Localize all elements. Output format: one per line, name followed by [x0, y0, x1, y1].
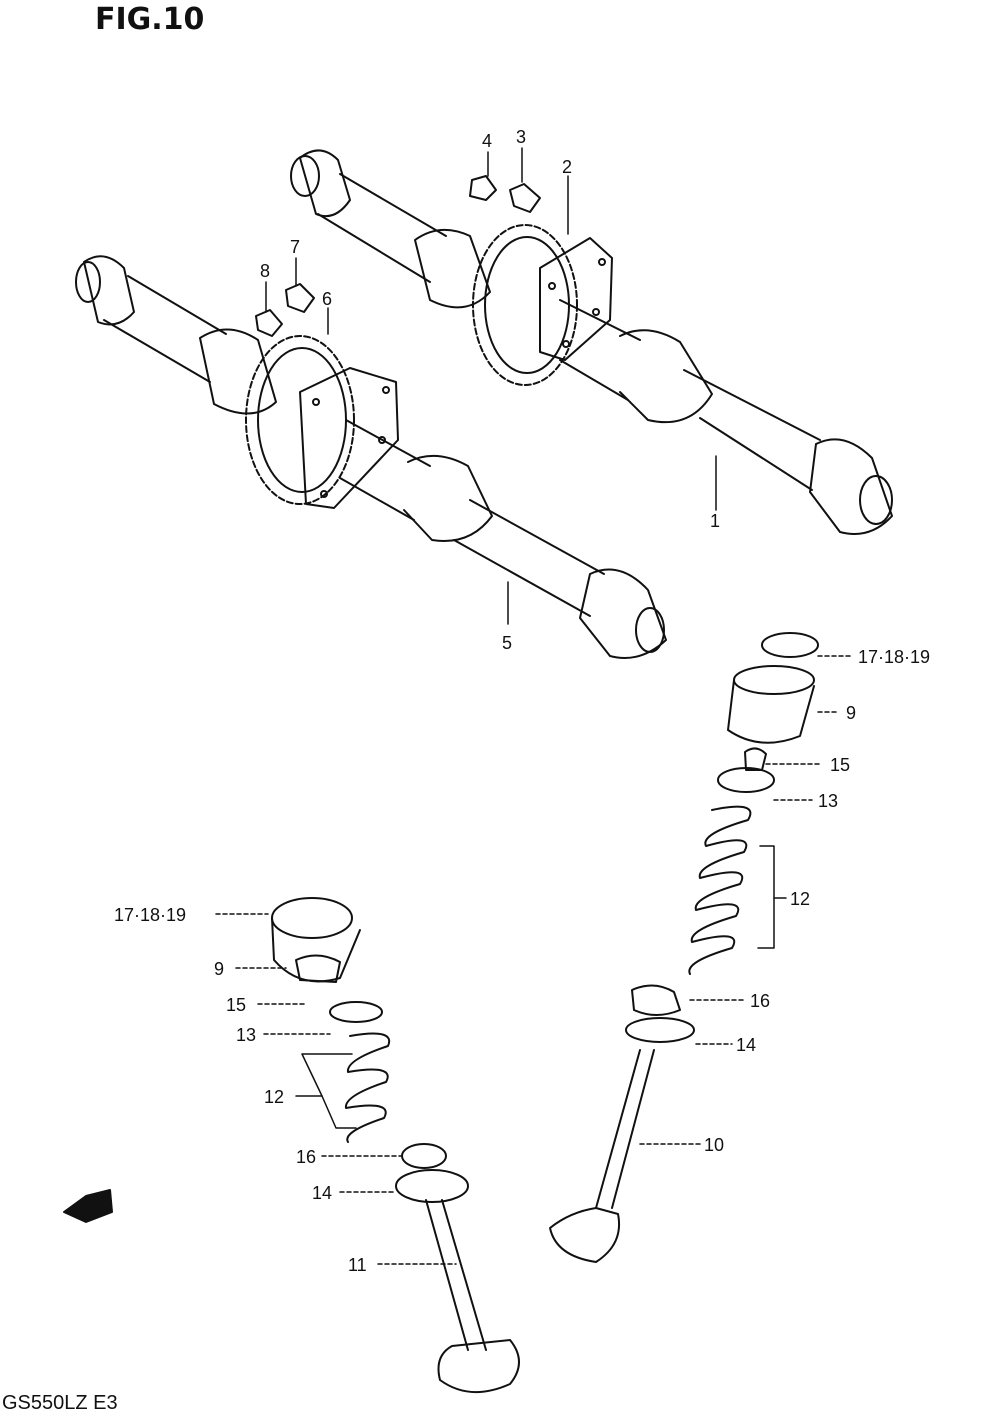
callout-4: 4: [482, 131, 493, 151]
callout-12-right: 12: [790, 889, 811, 909]
callout-16-left: 16: [296, 1147, 317, 1167]
callout-7: 7: [290, 237, 301, 257]
model-code-label: GS550LZ E3: [2, 1392, 118, 1414]
callout-16-right: 16: [750, 991, 771, 1011]
figure-title: FIG.10: [95, 2, 205, 37]
camshaft-exhaust: [290, 149, 893, 535]
callout-12-left: 12: [264, 1087, 285, 1107]
callout-15-left: 15: [226, 995, 247, 1015]
leader-lines: [215, 147, 851, 1265]
valve-assembly-right: [549, 632, 819, 1263]
callout-1: 1: [710, 511, 721, 531]
front-direction-arrow: [63, 1189, 113, 1223]
callout-6: 6: [322, 289, 333, 309]
callout-3: 3: [516, 127, 527, 147]
callout-15-right: 15: [830, 755, 851, 775]
callout-5: 5: [502, 633, 513, 653]
callout-14-left: 14: [312, 1183, 333, 1203]
callout-11: 11: [348, 1255, 367, 1275]
callout-13-right: 13: [818, 791, 839, 811]
callout-10: 10: [704, 1135, 725, 1155]
callout-2: 2: [562, 157, 573, 177]
camshaft-intake: [75, 255, 667, 659]
cam-sprocket-bolts: [255, 175, 541, 337]
callout-17-18-19-left: 17·18·19: [114, 905, 187, 925]
callout-13-left: 13: [236, 1025, 257, 1045]
callout-17-18-19-right: 17·18·19: [858, 647, 931, 667]
callout-14-right: 14: [736, 1035, 757, 1055]
valve-assembly-left: [271, 897, 520, 1394]
callout-8: 8: [260, 261, 271, 281]
callout-9-right: 9: [846, 703, 857, 723]
callout-9-left: 9: [214, 959, 225, 979]
